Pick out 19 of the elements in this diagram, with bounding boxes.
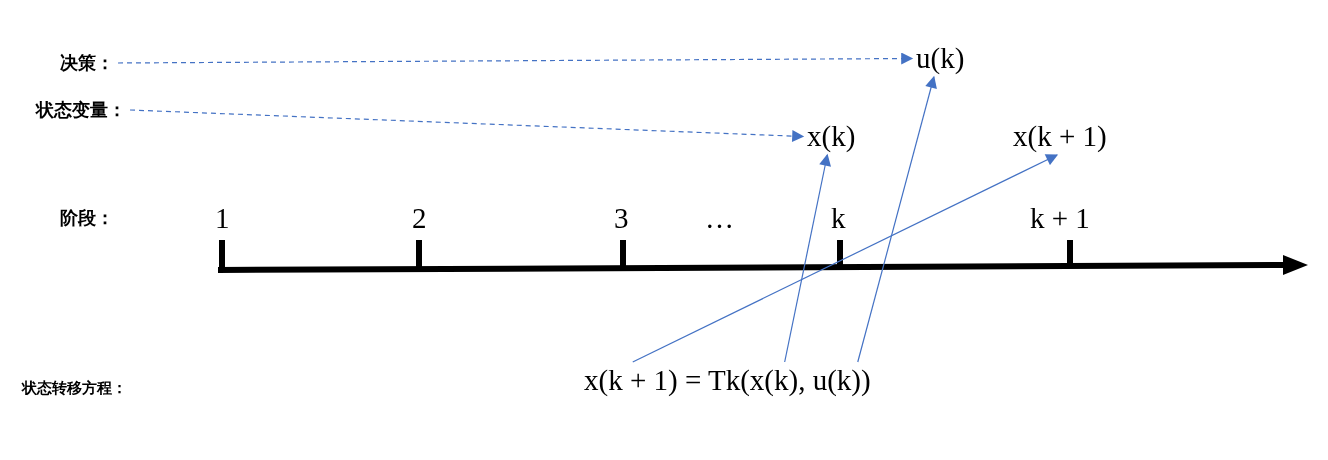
arrow xyxy=(784,153,831,363)
tick-label: k xyxy=(831,204,846,233)
tick-label: k + 1 xyxy=(1030,204,1090,233)
node-label: 状态变量： xyxy=(36,101,126,119)
math-expression: x(k + 1) xyxy=(1013,122,1107,151)
tick-label: 1 xyxy=(215,204,230,233)
axis-title: 状态转移方程： xyxy=(22,381,127,396)
math-expression: x(k) xyxy=(807,122,856,151)
tick-label: … xyxy=(705,204,734,233)
tick-label: 3 xyxy=(614,204,629,233)
math-expression: x(k + 1) = Tk(x(k), u(k)) xyxy=(584,366,871,395)
tick-label: 2 xyxy=(412,204,427,233)
arrow xyxy=(117,52,914,65)
math-expression: u(k) xyxy=(916,44,965,73)
arrow xyxy=(129,109,805,143)
node-label: 决策： xyxy=(60,54,114,72)
axis-title: 阶段： xyxy=(60,209,114,227)
arrow xyxy=(857,75,937,363)
arrow xyxy=(632,154,1059,363)
